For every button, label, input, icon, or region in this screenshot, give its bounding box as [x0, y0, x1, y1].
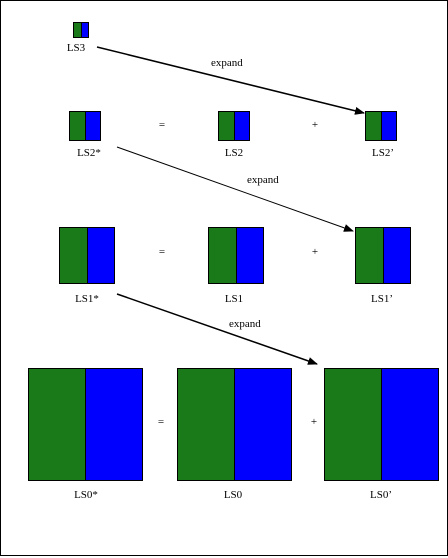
ls1-star-block [59, 227, 115, 284]
ls0-prime-blue-half [382, 369, 438, 480]
equals-sign-row1: = [158, 246, 166, 258]
ls2-star-label: LS2* [77, 147, 101, 159]
expand-arrow-ls2-star-to-ls1-prime [116, 146, 354, 232]
plus-sign-row1: + [311, 246, 319, 258]
ls2-prime-green-half [366, 112, 382, 140]
ls1-prime-label: LS1’ [371, 293, 393, 305]
ls0-label: LS0 [223, 489, 243, 501]
ls1-prime-green-half [356, 228, 384, 283]
expand-label-3: expand [229, 318, 261, 330]
plus-sign-row0: + [310, 416, 318, 428]
ls0-star-green-half [29, 369, 86, 480]
ls0-star-blue-half [86, 369, 142, 480]
ls1-block [208, 227, 264, 284]
plus-sign-row2: + [311, 119, 319, 131]
ls0-block [177, 368, 292, 481]
ls2-block [218, 111, 250, 141]
equals-sign-row0: = [157, 416, 165, 428]
ls0-green-half [178, 369, 235, 480]
expand-arrow-ls1-star-to-ls0-prime [116, 293, 318, 365]
ls0-prime-green-half [325, 369, 382, 480]
ls3-green-half [74, 23, 82, 37]
ls2-prime-blue-half [381, 112, 396, 140]
ls2-star-blue-half [85, 112, 100, 140]
ls3-label: LS3 [66, 42, 86, 54]
ls1-label: LS1 [224, 293, 244, 305]
equals-sign-row2: = [158, 119, 166, 131]
ls2-star-block [69, 111, 101, 141]
expand-label-1: expand [211, 57, 243, 69]
ls2-label: LS2 [224, 147, 244, 159]
ls2-prime-block [365, 111, 397, 141]
expand-label-2: expand [247, 174, 279, 186]
ls2-prime-label: LS2’ [372, 147, 394, 159]
ls1-star-green-half [60, 228, 88, 283]
ls2-green-half [219, 112, 235, 140]
ls0-prime-label: LS0’ [370, 489, 392, 501]
ls3-block [73, 22, 89, 38]
ls0-star-block [28, 368, 143, 481]
ls2-star-green-half [70, 112, 86, 140]
ls1-blue-half [236, 228, 263, 283]
ls1-star-blue-half [87, 228, 114, 283]
expand-arrow-ls3-to-ls2-prime [96, 46, 365, 115]
ls1-star-label: LS1* [75, 293, 99, 305]
ls0-star-label: LS0* [74, 489, 98, 501]
ls1-prime-blue-half [383, 228, 410, 283]
ls1-prime-block [355, 227, 411, 284]
ls3-blue-half [81, 23, 88, 37]
ls1-green-half [209, 228, 237, 283]
ls2-blue-half [234, 112, 249, 140]
ls0-blue-half [235, 369, 291, 480]
ls0-prime-block [324, 368, 439, 481]
